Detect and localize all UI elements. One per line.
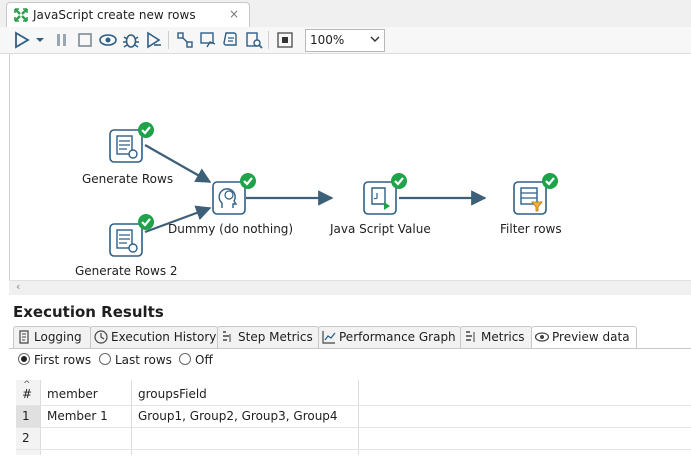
editor-tab-bar: JavaScript create new rows × bbox=[0, 0, 691, 28]
tab-metrics[interactable]: Metrics bbox=[460, 326, 532, 348]
explore-db-icon[interactable] bbox=[245, 31, 263, 49]
sql-icon[interactable] bbox=[222, 31, 240, 49]
step-label: Generate Rows 2 bbox=[75, 264, 178, 278]
transformation-canvas[interactable]: Generate Rows Generate Rows 2 Dummy (do … bbox=[9, 54, 691, 280]
impact-icon[interactable] bbox=[199, 31, 217, 49]
editor-tab[interactable]: JavaScript create new rows × bbox=[6, 2, 250, 28]
zoom-select[interactable]: 100% bbox=[305, 29, 385, 52]
radio-first-rows[interactable]: First rows bbox=[18, 353, 91, 367]
canvas-scrollbar[interactable]: ‹ bbox=[9, 280, 691, 295]
column-header[interactable]: groupsField bbox=[138, 387, 207, 401]
preview-panel bbox=[9, 348, 691, 456]
replay-icon[interactable] bbox=[145, 31, 163, 49]
radio-last-rows[interactable]: Last rows bbox=[99, 353, 172, 367]
hops-layer bbox=[144, 144, 487, 234]
zoom-value: 100% bbox=[310, 33, 345, 47]
step-label: Dummy (do nothing) bbox=[168, 222, 294, 236]
status-ok-icon bbox=[240, 173, 256, 189]
performance-graph-icon bbox=[322, 331, 336, 344]
radio-indicator bbox=[18, 353, 30, 365]
row-number: 2 bbox=[22, 431, 30, 445]
step-dummy[interactable] bbox=[212, 181, 246, 215]
stop-icon[interactable] bbox=[76, 31, 94, 49]
column-header[interactable]: member bbox=[47, 387, 98, 401]
toolbar-separator bbox=[168, 31, 169, 49]
filter-rows-icon bbox=[513, 181, 547, 215]
radio-indicator bbox=[179, 353, 191, 365]
radio-indicator bbox=[99, 353, 111, 365]
status-ok-icon bbox=[391, 173, 407, 189]
toolbar-separator bbox=[268, 31, 269, 49]
hop-gen1-dummy[interactable] bbox=[144, 144, 212, 183]
radio-off[interactable]: Off bbox=[179, 353, 213, 367]
preview-table: ^ # member groupsField 1 Member 1 Group1… bbox=[16, 380, 691, 455]
verify-icon[interactable] bbox=[176, 31, 194, 49]
row-number: 1 bbox=[22, 409, 30, 423]
step-label: Filter rows bbox=[500, 222, 562, 236]
logging-icon bbox=[19, 330, 29, 344]
step-label: Java Script Value bbox=[330, 222, 431, 236]
dummy-icon bbox=[212, 181, 246, 215]
step-generate-rows[interactable] bbox=[109, 129, 143, 163]
preview-icon bbox=[535, 332, 549, 342]
run-dropdown-icon[interactable] bbox=[35, 31, 45, 49]
table-cell[interactable]: Member 1 bbox=[47, 409, 108, 423]
tab-step-metrics[interactable]: Step Metrics bbox=[217, 326, 319, 348]
generate-rows-icon bbox=[109, 129, 143, 163]
chevron-down-icon bbox=[370, 36, 380, 42]
status-ok-icon bbox=[138, 122, 154, 138]
step-metrics-icon bbox=[223, 331, 231, 342]
run-icon[interactable] bbox=[13, 31, 31, 49]
column-header[interactable]: # bbox=[22, 387, 33, 401]
tab-performance-graph[interactable]: Performance Graph bbox=[318, 326, 461, 348]
close-icon[interactable]: × bbox=[229, 7, 240, 21]
tab-preview-data[interactable]: Preview data bbox=[531, 326, 637, 348]
javascript-icon bbox=[363, 181, 397, 215]
status-ok-icon bbox=[138, 214, 154, 230]
results-title: Execution Results bbox=[13, 303, 164, 321]
sort-icon[interactable]: ^ bbox=[23, 380, 31, 390]
tab-execution-history[interactable]: Execution History bbox=[90, 326, 218, 348]
debug-icon[interactable] bbox=[122, 31, 140, 49]
align-icon[interactable] bbox=[276, 31, 294, 49]
transformation-icon bbox=[14, 8, 28, 22]
table-cell[interactable]: Group1, Group2, Group3, Group4 bbox=[138, 409, 338, 423]
step-generate-rows-2[interactable] bbox=[109, 223, 143, 257]
step-label: Generate Rows bbox=[82, 172, 174, 186]
row-number-selected bbox=[16, 406, 40, 427]
step-javascript-value[interactable] bbox=[363, 181, 397, 215]
tab-logging[interactable]: Logging bbox=[13, 326, 91, 348]
hop-gen2-dummy[interactable] bbox=[144, 205, 212, 234]
scroll-left-icon[interactable]: ‹ bbox=[16, 280, 21, 293]
editor-tab-title: JavaScript create new rows bbox=[33, 8, 196, 22]
pause-icon[interactable] bbox=[53, 31, 71, 49]
results-tab-bar: Logging Execution History Step Metrics P… bbox=[9, 326, 691, 348]
metrics-icon bbox=[466, 331, 475, 342]
step-filter-rows[interactable] bbox=[513, 181, 547, 215]
generate-rows-icon bbox=[109, 223, 143, 257]
preview-icon[interactable] bbox=[99, 31, 117, 49]
history-icon bbox=[94, 330, 108, 344]
status-ok-icon bbox=[542, 173, 558, 189]
toolbar: 100% bbox=[0, 27, 691, 54]
